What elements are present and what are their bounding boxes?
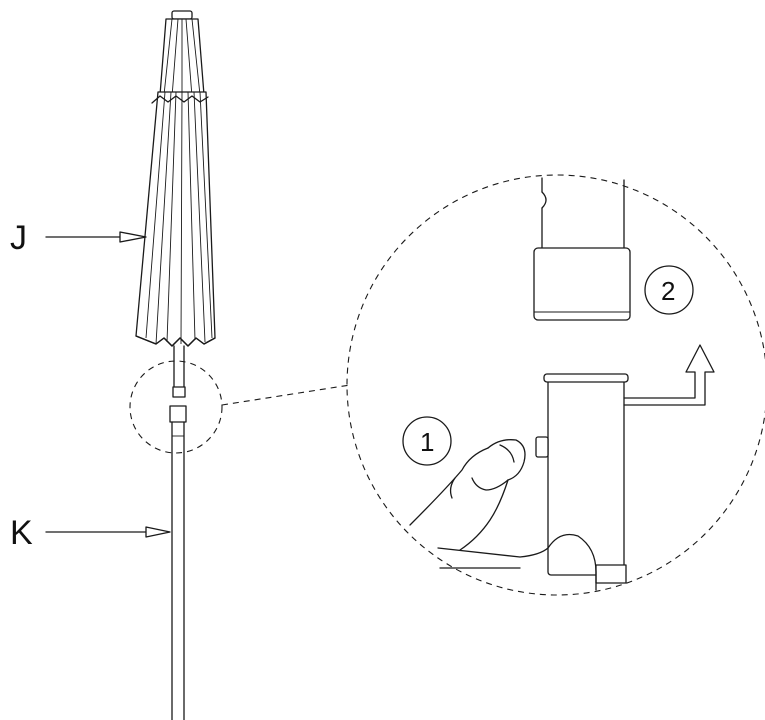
up-arrow-icon xyxy=(623,344,715,406)
upper-tube-detail xyxy=(533,177,631,321)
lower-pole xyxy=(169,405,187,720)
upper-pole-stub xyxy=(172,345,186,398)
label-j: J xyxy=(10,219,27,257)
step-2-marker xyxy=(644,265,694,315)
lower-tube-detail xyxy=(535,373,629,584)
magnified-detail: 1 2 xyxy=(346,174,765,596)
hand-icon xyxy=(409,439,597,591)
magnifier-connector xyxy=(221,384,351,406)
label-k: K xyxy=(10,514,33,552)
step-1-label: 1 xyxy=(420,427,434,457)
umbrella-canopy xyxy=(135,10,216,347)
step-1-marker xyxy=(402,416,452,466)
release-button xyxy=(535,436,549,458)
step-2-label: 2 xyxy=(661,276,675,306)
label-k-arrow xyxy=(45,526,171,538)
label-j-arrow xyxy=(45,231,147,243)
joint-highlight-circle xyxy=(129,360,223,454)
